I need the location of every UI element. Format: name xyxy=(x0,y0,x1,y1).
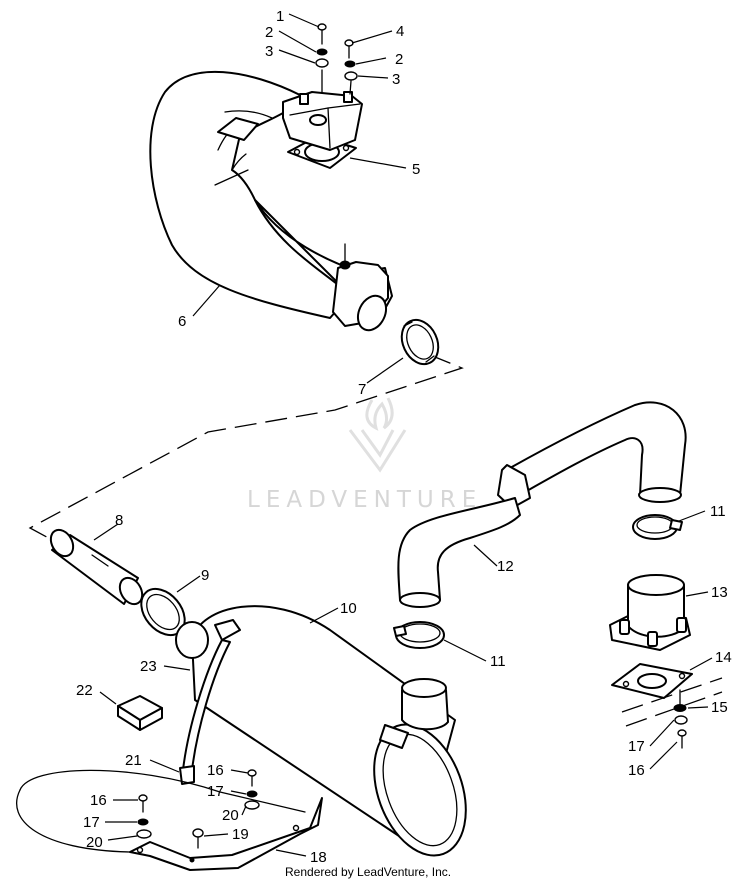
callout-19: 19 xyxy=(232,826,249,843)
callouts: 1 2 3 4 2 3 5 6 7 8 9 10 11 12 13 14 11 … xyxy=(76,8,732,866)
callout-3b: 3 xyxy=(392,71,400,88)
callout-13: 13 xyxy=(711,584,728,601)
leadventure-logo-icon xyxy=(348,397,407,473)
lock-washer-2-icon xyxy=(316,48,328,56)
callout-22: 22 xyxy=(76,682,93,699)
washer-3b-icon xyxy=(344,71,358,81)
watermark: LEADVENTURE xyxy=(247,397,482,513)
callout-7: 7 xyxy=(358,381,366,398)
bolt-16-lower-icon xyxy=(677,729,687,749)
washer-20-left-icon xyxy=(136,829,152,839)
clip-21 xyxy=(179,765,195,785)
tube-8 xyxy=(49,528,144,606)
callout-16-right: 16 xyxy=(628,762,645,779)
callout-2b: 2 xyxy=(395,51,403,68)
callout-11-lower: 11 xyxy=(490,653,506,670)
callout-4: 4 xyxy=(396,23,404,40)
muffler-hardware xyxy=(136,769,260,849)
callout-18: 18 xyxy=(310,849,327,866)
callout-10: 10 xyxy=(340,600,357,617)
callout-12: 12 xyxy=(497,558,514,575)
washer-20-right-icon xyxy=(244,800,260,810)
callout-3: 3 xyxy=(265,43,273,60)
clamp-11-upper xyxy=(632,514,683,540)
nut-19-icon xyxy=(192,828,204,849)
callout-17-right: 17 xyxy=(628,738,645,755)
lock-washer-17-right-icon xyxy=(246,790,258,798)
leader-lines xyxy=(93,13,713,857)
callout-5: 5 xyxy=(412,161,420,178)
footer-credit: Rendered by LeadVenture, Inc. xyxy=(285,865,451,879)
callout-16-left: 16 xyxy=(90,792,107,809)
top-hardware xyxy=(315,23,358,95)
callout-14: 14 xyxy=(715,649,732,666)
adapter-13 xyxy=(609,574,691,651)
lock-washer-17-left-icon xyxy=(137,818,149,826)
callout-15: 15 xyxy=(711,699,728,716)
bolt-1-icon xyxy=(317,23,327,45)
callout-16-middle: 16 xyxy=(207,762,224,779)
nut-15-icon xyxy=(673,704,687,712)
bolt-16-right-icon xyxy=(247,769,257,787)
callout-17-left: 17 xyxy=(83,814,100,831)
callout-8: 8 xyxy=(115,512,123,529)
callout-23: 23 xyxy=(140,658,157,675)
pad-22 xyxy=(117,695,163,731)
callout-1: 1 xyxy=(276,8,284,25)
callout-11-upper: 11 xyxy=(710,503,726,520)
callout-6: 6 xyxy=(178,313,186,330)
pipe-12 xyxy=(397,401,687,608)
callout-21: 21 xyxy=(125,752,142,769)
watermark-brand-text: LEADVENTURE xyxy=(247,487,482,513)
gasket-14 xyxy=(611,663,693,699)
callout-9: 9 xyxy=(201,567,209,584)
bracket-18 xyxy=(16,769,323,871)
callout-17-middle: 17 xyxy=(207,783,224,800)
clamp-9 xyxy=(140,587,186,637)
callout-2: 2 xyxy=(265,24,273,41)
muffler-10 xyxy=(175,605,467,857)
clamp-7 xyxy=(400,318,440,366)
adapter-hardware xyxy=(673,689,688,749)
flange-bracket-5 xyxy=(282,91,363,169)
callout-20-left: 20 xyxy=(86,834,103,851)
clamp-11-lower xyxy=(393,621,445,649)
washer-17-right-icon xyxy=(674,715,688,725)
washer-3-icon xyxy=(315,58,329,68)
callout-20-middle: 20 xyxy=(222,807,239,824)
bolt-4-icon xyxy=(344,39,354,59)
exhaust-pipe-6 xyxy=(149,70,393,332)
bolt-16-left-icon xyxy=(138,794,148,813)
lock-washer-2b-icon xyxy=(344,60,356,68)
